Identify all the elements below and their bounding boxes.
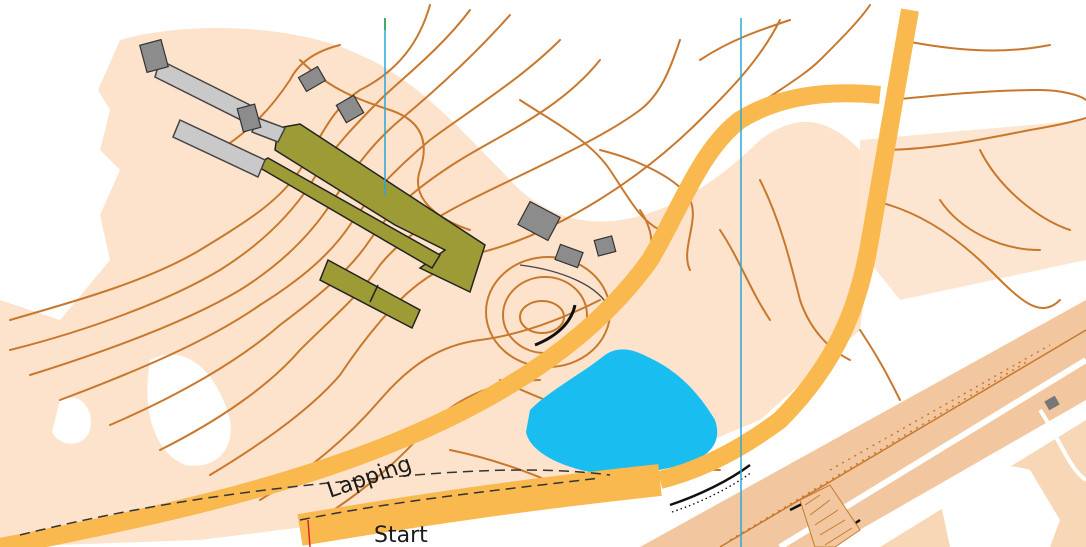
dashed-path: [19, 469, 611, 536]
contour-line: [859, 329, 901, 401]
contour-knoll: [519, 300, 565, 334]
main-road: [0, 84, 881, 547]
road-label-start: Start: [374, 523, 428, 547]
contour-line: [219, 44, 341, 151]
contour-line: [9, 9, 471, 351]
building: [236, 103, 262, 133]
contour-line: [899, 39, 1051, 52]
cliff: [669, 463, 751, 507]
hatched-area: [799, 484, 861, 547]
roads: [0, 8, 919, 547]
hatched-structure: [799, 484, 861, 547]
paved-area: [640, 300, 1086, 547]
contour-line: [699, 19, 791, 61]
vegetation-strip: [274, 123, 486, 294]
building: [297, 65, 327, 93]
building: [554, 243, 584, 269]
north-lines: [384, 18, 742, 547]
vegetation-divider: [369, 284, 379, 303]
vegetation: [253, 123, 486, 330]
path-white: [1038, 408, 1086, 482]
building: [139, 38, 169, 74]
building: [517, 200, 561, 242]
building-white-block: [940, 466, 1060, 547]
contour-line: [979, 149, 1071, 231]
dashed-path: [299, 477, 601, 521]
buildings: [139, 38, 617, 269]
building: [335, 94, 365, 124]
open-land-lobe: [860, 120, 1086, 300]
contour-line: [869, 199, 1061, 310]
main-road: [657, 8, 919, 489]
contour-line: [889, 89, 1086, 101]
white-forest-patch: [147, 354, 231, 466]
contour-line: [59, 39, 561, 401]
railway: [829, 344, 1051, 471]
lake: [526, 349, 718, 475]
start-road: [297, 464, 662, 546]
hatch: [804, 494, 853, 546]
contour-line: [29, 14, 511, 376]
cliff: [534, 304, 577, 347]
gray-platform: [172, 118, 266, 179]
railway: [719, 329, 1086, 547]
paved-strip: [640, 300, 1086, 547]
contour-line: [259, 299, 601, 501]
building: [593, 235, 617, 257]
contour-line: [109, 59, 601, 426]
contour-line: [519, 99, 661, 231]
cliff-ticks: [671, 471, 753, 513]
small-building: [1044, 395, 1060, 411]
contour-line: [299, 59, 471, 231]
course-line: [307, 519, 311, 547]
contour-line: [939, 199, 1041, 251]
vegetation-strip: [319, 258, 421, 330]
contour-line: [879, 117, 1086, 151]
contour-line: [719, 229, 771, 321]
white-forest-patch: [52, 397, 91, 444]
